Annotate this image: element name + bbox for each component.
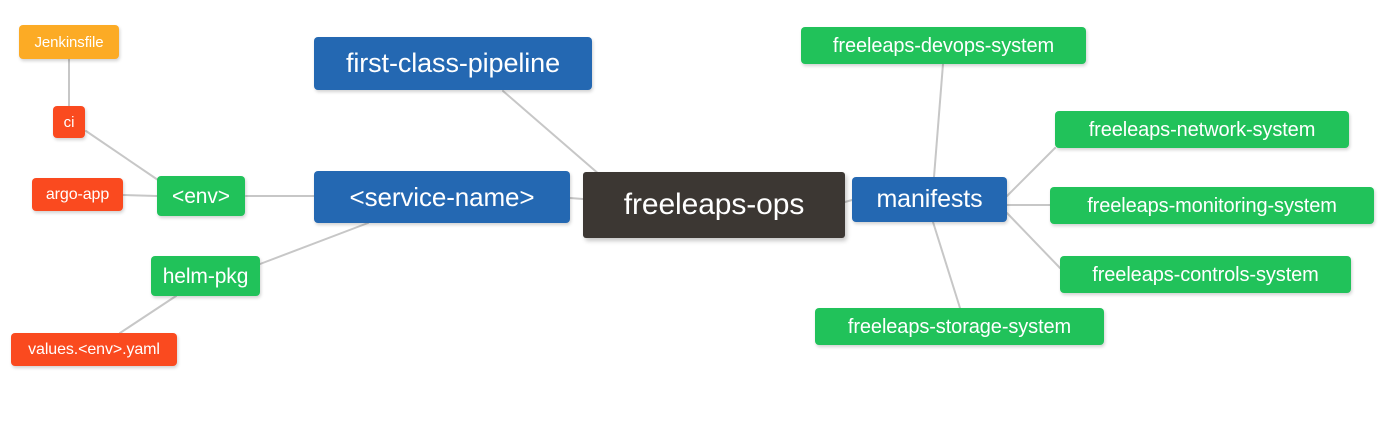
node-label: <env> [172, 184, 230, 208]
edge-freeleaps-ops-to-service-name [569, 197, 584, 200]
edge-freeleaps-ops-to-manifests [844, 199, 853, 203]
node-label: <service-name> [349, 182, 535, 212]
edge-helm-pkg-to-values-env-yaml [119, 295, 177, 334]
edge-env-to-argo-app [122, 194, 158, 197]
node-label: freeleaps-network-system [1088, 118, 1316, 141]
node-argo-app[interactable]: argo-app [32, 178, 123, 211]
edge-service-name-to-helm-pkg [259, 222, 369, 265]
node-first-class-pipeline[interactable]: first-class-pipeline [314, 37, 592, 90]
node-label: freeleaps-controls-system [1092, 263, 1319, 286]
node-freeleaps-controls-system[interactable]: freeleaps-controls-system [1060, 256, 1351, 293]
node-label: freeleaps-ops [623, 188, 805, 221]
node-freeleaps-monitoring-system[interactable]: freeleaps-monitoring-system [1050, 187, 1374, 224]
edge-manifests-to-freeleaps-storage-system [932, 221, 961, 309]
node-values-env-yaml[interactable]: values.<env>.yaml [11, 333, 177, 366]
node-label: manifests [876, 185, 983, 213]
edge-env-to-ci [85, 130, 159, 181]
node-env[interactable]: <env> [157, 176, 245, 216]
node-freeleaps-ops[interactable]: freeleaps-ops [583, 172, 845, 238]
node-ci[interactable]: ci [53, 106, 85, 138]
node-service-name[interactable]: <service-name> [314, 171, 570, 223]
node-label: freeleaps-monitoring-system [1087, 194, 1337, 217]
edge-freeleaps-ops-to-first-class-pipeline [502, 90, 601, 176]
node-label: first-class-pipeline [345, 48, 561, 78]
node-label: ci [63, 113, 75, 131]
node-freeleaps-devops-system[interactable]: freeleaps-devops-system [801, 27, 1086, 64]
node-jenkinsfile[interactable]: Jenkinsfile [19, 25, 119, 59]
node-manifests[interactable]: manifests [852, 177, 1007, 222]
edge-manifests-to-freeleaps-network-system [1006, 147, 1056, 197]
node-label: freeleaps-storage-system [847, 315, 1072, 338]
node-helm-pkg[interactable]: helm-pkg [151, 256, 260, 296]
edge-manifests-to-freeleaps-devops-system [933, 63, 944, 178]
node-freeleaps-network-system[interactable]: freeleaps-network-system [1055, 111, 1349, 148]
node-label: helm-pkg [162, 264, 249, 288]
node-label: argo-app [45, 185, 110, 203]
node-label: Jenkinsfile [34, 33, 104, 51]
node-label: freeleaps-devops-system [832, 34, 1055, 57]
node-label: values.<env>.yaml [28, 340, 160, 358]
node-freeleaps-storage-system[interactable]: freeleaps-storage-system [815, 308, 1104, 345]
